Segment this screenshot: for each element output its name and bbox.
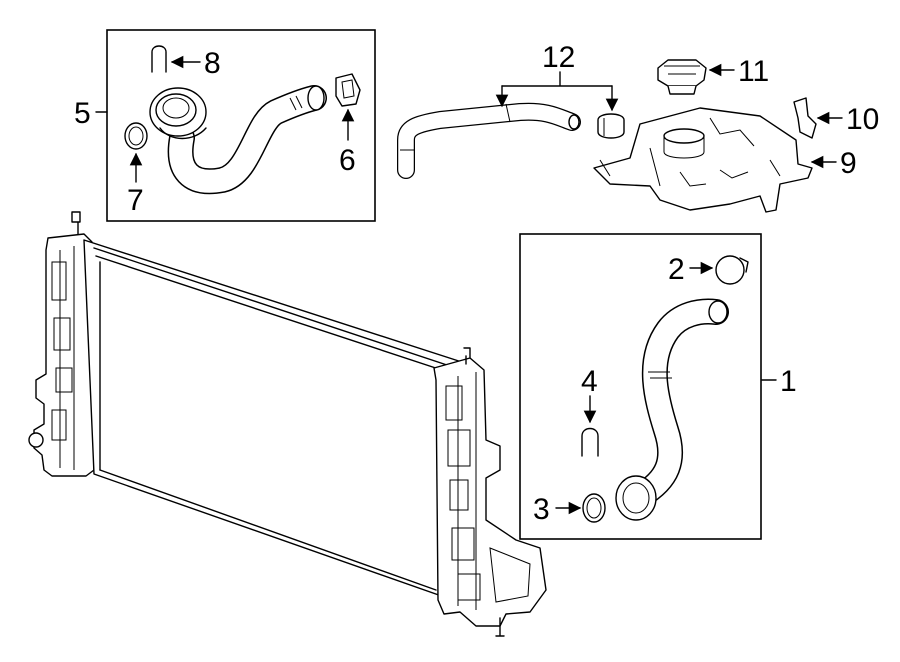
callout-7: 7 <box>127 184 144 217</box>
callout-9: 9 <box>840 147 857 180</box>
o-ring-3 <box>582 493 606 523</box>
callout-3: 3 <box>533 493 550 526</box>
clip-6 <box>335 73 361 107</box>
clip-10 <box>793 97 817 139</box>
callout-12: 12 <box>542 41 575 74</box>
callout-4: 4 <box>581 365 598 398</box>
callout-1: 1 <box>780 365 797 398</box>
kit-box-1 <box>519 233 762 540</box>
callout-8: 8 <box>204 47 221 80</box>
upper-radiator-hose <box>149 85 327 195</box>
callout-5: 5 <box>74 97 91 130</box>
callout-11: 11 <box>738 55 769 88</box>
leader-lines <box>95 55 843 515</box>
overflow-hose <box>397 102 581 179</box>
callout-6: 6 <box>339 144 356 177</box>
radiator <box>28 211 547 637</box>
clamp-4 <box>581 427 599 457</box>
o-ring-7 <box>124 122 148 150</box>
callout-2: 2 <box>668 253 685 286</box>
hose-clamp-12 <box>597 113 625 139</box>
kit-box-5 <box>106 29 376 222</box>
coolant-reservoir <box>593 107 813 213</box>
clamp-8 <box>151 45 167 73</box>
hose-clamp-2 <box>715 255 749 285</box>
callout-10: 10 <box>846 103 879 136</box>
reservoir-cap <box>657 59 707 95</box>
lower-radiator-hose <box>615 298 729 521</box>
